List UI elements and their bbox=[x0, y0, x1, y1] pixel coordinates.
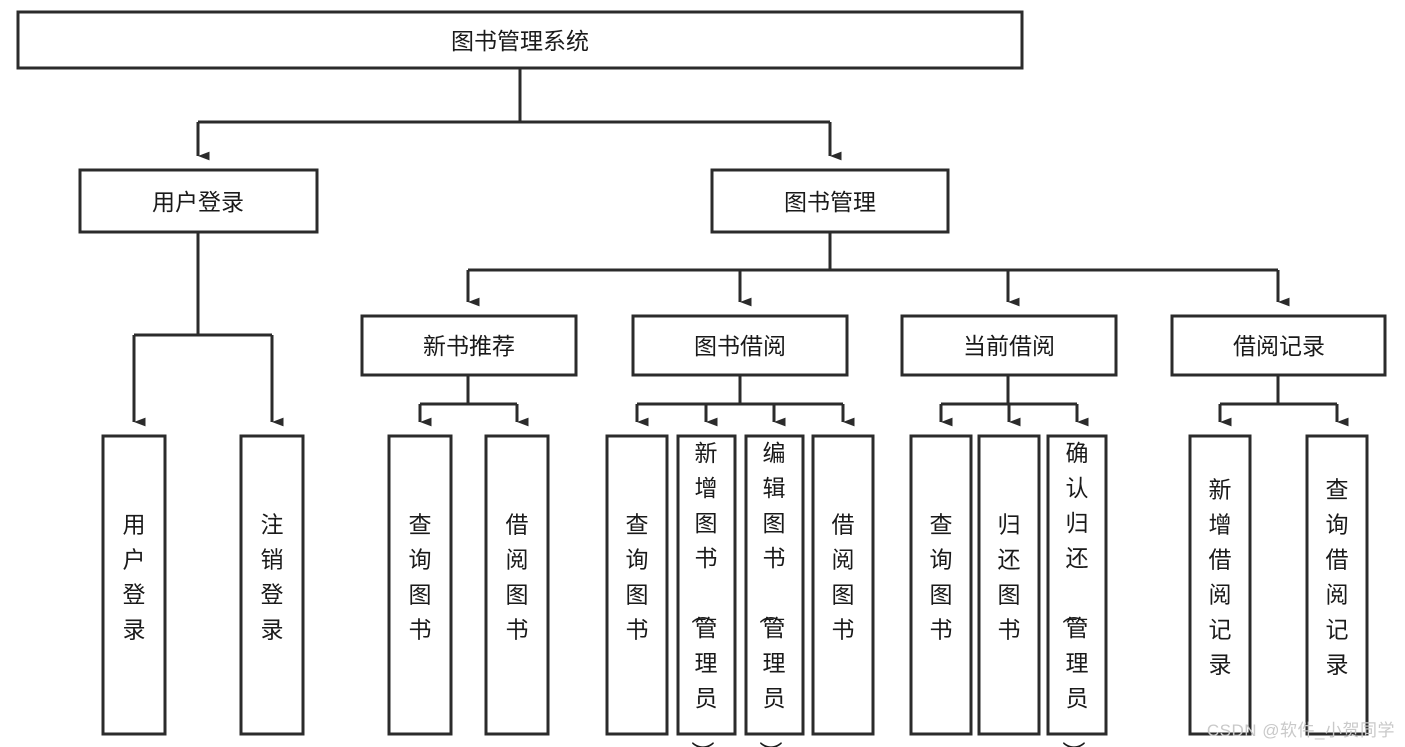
leaf-book-borrow-borrow-book[interactable]: 借阅图书 bbox=[811, 434, 875, 736]
node-book-borrow-box[interactable] bbox=[631, 314, 849, 377]
leaf-label: 注销登录 bbox=[261, 512, 284, 643]
leaf-box[interactable] bbox=[811, 434, 875, 736]
node-new-book-recommend-box[interactable] bbox=[360, 314, 578, 377]
leaf-current-borrow-confirm-return[interactable]: 确认归还（管理员） bbox=[1046, 434, 1108, 747]
node-root-label: 图书管理系统 bbox=[451, 28, 589, 54]
node-borrow-records-box[interactable] bbox=[1170, 314, 1387, 377]
node-current-borrow-box[interactable] bbox=[900, 314, 1118, 377]
node-book-management-box[interactable] bbox=[710, 168, 950, 234]
connector-group-book-mgmt bbox=[466, 232, 1290, 307]
node-new-book-recommend[interactable]: 新书推荐 bbox=[360, 314, 578, 377]
leaf-box[interactable] bbox=[909, 434, 973, 736]
node-current-borrow-label: 当前借阅 bbox=[963, 333, 1055, 359]
connector-group-root bbox=[196, 68, 842, 161]
node-book-management[interactable]: 图书管理 bbox=[710, 168, 950, 234]
node-new-book-recommend-label: 新书推荐 bbox=[423, 333, 515, 359]
leaf-box[interactable] bbox=[977, 434, 1041, 736]
leaf-label: 查询借阅记录 bbox=[1326, 477, 1349, 678]
connector-group-user-login bbox=[132, 232, 284, 427]
leaf-box[interactable] bbox=[101, 434, 167, 736]
connector-group-records bbox=[1218, 375, 1349, 427]
connector-group-book-borrow bbox=[635, 375, 855, 427]
leaf-box[interactable] bbox=[605, 434, 669, 736]
node-current-borrow[interactable]: 当前借阅 bbox=[900, 314, 1118, 377]
csdn-watermark: CSDN @软件_小贺同学 bbox=[1206, 721, 1395, 740]
leaf-box[interactable] bbox=[484, 434, 550, 736]
leaf-box[interactable] bbox=[744, 434, 805, 736]
leaf-label: 编辑图书（管理员） bbox=[758, 440, 786, 747]
node-user-login[interactable]: 用户登录 bbox=[78, 168, 319, 234]
leaf-current-borrow-return-book[interactable]: 归还图书 bbox=[977, 434, 1041, 736]
leaf-records-query-record[interactable]: 查询借阅记录 bbox=[1305, 434, 1369, 736]
connector-group-new-book bbox=[418, 375, 529, 427]
leaf-book-borrow-edit-book[interactable]: 编辑图书（管理员） bbox=[744, 434, 805, 747]
leaf-label: 新增借阅记录 bbox=[1209, 477, 1232, 678]
node-user-login-box[interactable] bbox=[78, 168, 319, 234]
leaf-user-login-login[interactable]: 用户登录 bbox=[101, 434, 167, 736]
leaf-box[interactable] bbox=[676, 434, 737, 736]
leaf-book-borrow-query-book[interactable]: 查询图书 bbox=[605, 434, 669, 736]
leaf-label: 查询图书 bbox=[409, 512, 432, 643]
node-book-management-label: 图书管理 bbox=[784, 189, 876, 215]
leaf-label: 用户登录 bbox=[123, 512, 146, 643]
leaf-label: 借阅图书 bbox=[506, 512, 529, 643]
node-borrow-records-label: 借阅记录 bbox=[1233, 333, 1325, 359]
leaf-label: 查询图书 bbox=[626, 512, 649, 643]
node-borrow-records[interactable]: 借阅记录 bbox=[1170, 314, 1387, 377]
node-root[interactable]: 图书管理系统 bbox=[16, 10, 1024, 70]
leaf-book-borrow-add-book[interactable]: 新增图书（管理员） bbox=[676, 434, 737, 747]
node-book-borrow[interactable]: 图书借阅 bbox=[631, 314, 849, 377]
leaf-user-login-logout[interactable]: 注销登录 bbox=[239, 434, 305, 736]
node-root-box[interactable] bbox=[16, 10, 1024, 70]
node-user-login-label: 用户登录 bbox=[152, 189, 244, 215]
leaf-new-book-query-book[interactable]: 查询图书 bbox=[387, 434, 453, 736]
connector-group-current-borrow bbox=[939, 375, 1089, 427]
leaf-box[interactable] bbox=[1188, 434, 1252, 736]
leaf-box[interactable] bbox=[239, 434, 305, 736]
leaf-current-borrow-query-book[interactable]: 查询图书 bbox=[909, 434, 973, 736]
leaf-label: 借阅图书 bbox=[832, 512, 855, 643]
leaf-box[interactable] bbox=[387, 434, 453, 736]
leaf-box[interactable] bbox=[1046, 434, 1108, 736]
leaf-records-add-record[interactable]: 新增借阅记录 bbox=[1188, 434, 1252, 736]
leaf-box[interactable] bbox=[1305, 434, 1369, 736]
leaf-label: 归还图书 bbox=[998, 512, 1021, 643]
leaf-new-book-borrow-book[interactable]: 借阅图书 bbox=[484, 434, 550, 736]
leaf-label: 查询图书 bbox=[930, 512, 953, 643]
leaf-label: 确认归还（管理员） bbox=[1061, 440, 1089, 747]
leaf-label: 新增图书（管理员） bbox=[690, 440, 718, 747]
node-book-borrow-label: 图书借阅 bbox=[694, 333, 786, 359]
